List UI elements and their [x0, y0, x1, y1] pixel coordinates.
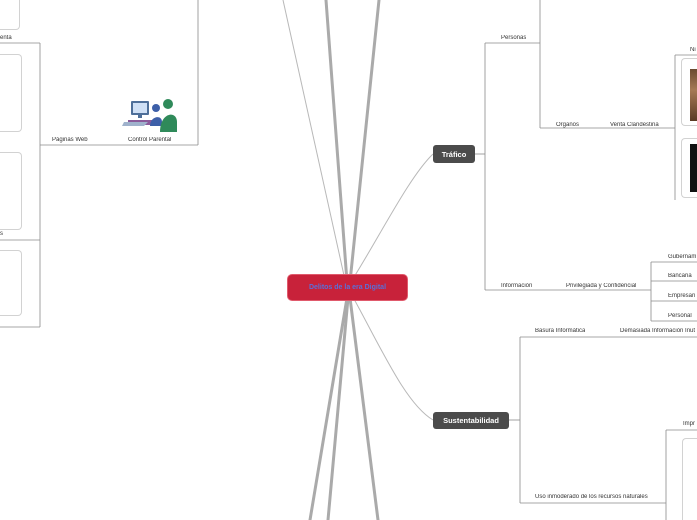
image-card[interactable]	[0, 152, 22, 230]
connector-line	[282, 0, 346, 281]
connector-trafico	[353, 153, 434, 278]
topic-privilegiada[interactable]: Privilegiada y Confidencial	[566, 283, 637, 289]
topic-info-type[interactable]: Personal	[668, 313, 692, 319]
photo-card[interactable]	[681, 138, 697, 198]
person-head	[152, 104, 160, 112]
topic-uso-inmoderado[interactable]: Uso inmoderado de los recursos naturales	[535, 494, 648, 500]
screen-shape	[133, 103, 147, 113]
central-topic[interactable]: Delitos de la era Digital	[288, 275, 407, 300]
topic-info-type[interactable]: Empresari	[668, 293, 696, 299]
stand-shape	[138, 115, 142, 118]
branch-sustentabilidad[interactable]: Sustentabilidad	[433, 412, 509, 429]
image-card[interactable]	[0, 54, 22, 132]
topic-personas[interactable]: Personas	[501, 35, 527, 41]
connector-line	[324, 0, 349, 284]
topic-impr[interactable]: Impr	[683, 421, 695, 427]
connector-sustentabilidad	[353, 298, 434, 421]
topic-fragment-mid[interactable]: s	[0, 231, 3, 237]
person-body	[160, 114, 177, 132]
connector-line	[348, 0, 381, 284]
topic-paginas-web[interactable]: Páginas Web	[52, 137, 88, 143]
connector-line	[348, 296, 380, 520]
person-body	[150, 117, 162, 126]
topic-fragment-top[interactable]: enta	[0, 35, 12, 41]
topic-ninos[interactable]: Ni	[690, 47, 696, 53]
person-head	[163, 99, 173, 109]
dark-photo	[690, 144, 697, 192]
image-card[interactable]	[0, 250, 22, 316]
image-card[interactable]	[682, 438, 697, 520]
image-card[interactable]	[0, 0, 20, 30]
child-photo	[690, 69, 697, 121]
topic-info-type[interactable]: Bancaria	[668, 273, 692, 279]
connector-line	[308, 296, 349, 520]
topic-control-parental[interactable]: Control Parental	[128, 137, 172, 143]
topic-organos[interactable]: Órganos	[556, 122, 580, 128]
topic-venta-clandestina[interactable]: Venta Clandestina	[610, 122, 659, 128]
topic-basura-informatica[interactable]: Basura Informática	[535, 328, 586, 334]
photo-card[interactable]	[681, 58, 697, 126]
branch-trafico[interactable]: Tráfico	[433, 145, 475, 163]
connector-line	[326, 296, 350, 520]
topic-informacion[interactable]: Información	[501, 283, 533, 289]
topic-demasiada-informacion[interactable]: Demasiada Información Inut	[620, 328, 696, 334]
topic-info-type[interactable]: Gubernam	[668, 254, 697, 260]
computer-users-icon	[122, 99, 177, 132]
keyboard-shape	[122, 122, 148, 126]
